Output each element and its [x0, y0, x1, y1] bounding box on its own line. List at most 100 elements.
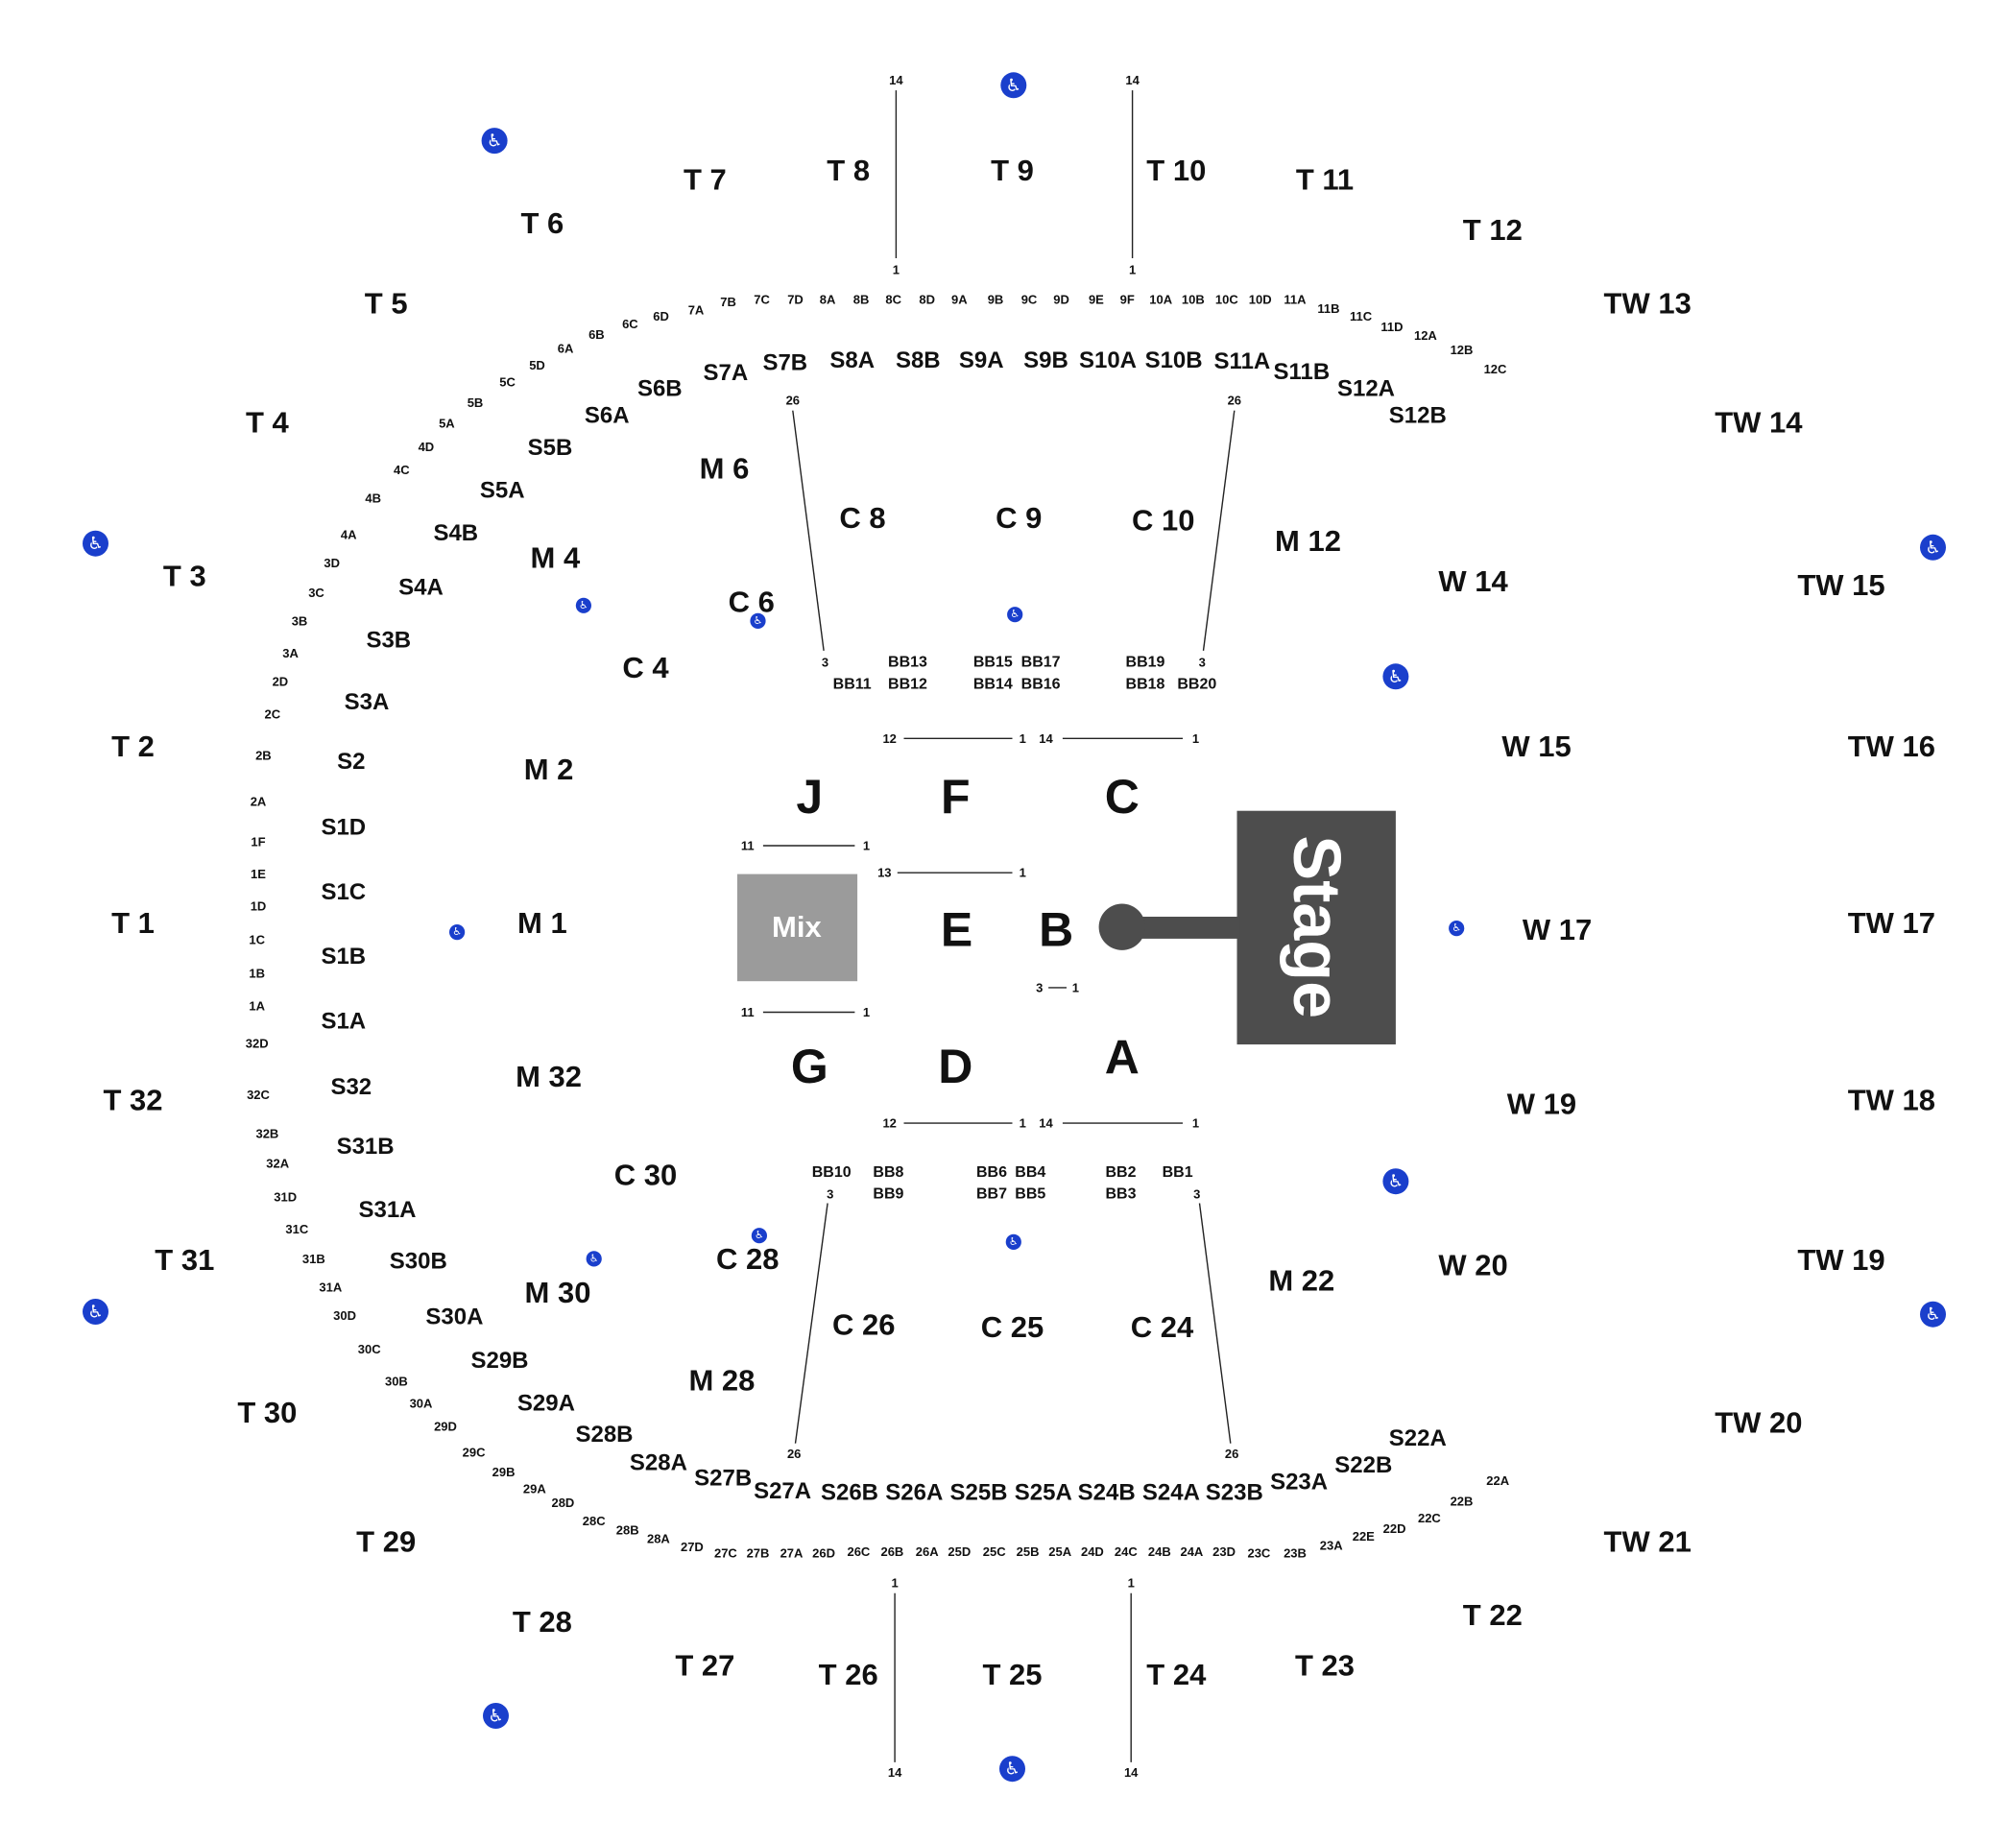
outer-section-23b[interactable]: 23B: [1284, 1546, 1307, 1561]
outer-section-31c[interactable]: 31C: [285, 1222, 308, 1236]
tier-wing-section-tw-18[interactable]: TW 18: [1848, 1083, 1935, 1116]
box-section-bb2[interactable]: BB2: [1105, 1164, 1136, 1181]
outer-section-9e[interactable]: 9E: [1089, 293, 1104, 307]
outer-section-8c[interactable]: 8C: [885, 293, 901, 307]
outer-section-7b[interactable]: 7B: [720, 295, 736, 309]
box-section-bb5[interactable]: BB5: [1015, 1186, 1045, 1203]
suite-section-s26b[interactable]: S26B: [821, 1479, 878, 1505]
outer-section-26a[interactable]: 26A: [916, 1544, 939, 1559]
outer-section-28b[interactable]: 28B: [616, 1522, 639, 1537]
outer-section-2a[interactable]: 2A: [251, 795, 267, 809]
outer-section-2b[interactable]: 2B: [255, 748, 272, 762]
middle-section-m-28[interactable]: M 28: [688, 1363, 755, 1397]
outer-section-23a[interactable]: 23A: [1320, 1539, 1343, 1553]
outer-section-29b[interactable]: 29B: [492, 1465, 516, 1479]
suite-section-s29b[interactable]: S29B: [470, 1348, 528, 1374]
outer-section-1d[interactable]: 1D: [251, 899, 267, 914]
tier-section-t-8[interactable]: T 8: [827, 154, 870, 187]
outer-section-25c[interactable]: 25C: [983, 1544, 1006, 1559]
suite-section-s28a[interactable]: S28A: [630, 1449, 687, 1475]
wing-section-w-17[interactable]: W 17: [1523, 913, 1592, 946]
outer-section-11a[interactable]: 11A: [1284, 293, 1307, 307]
tier-section-t-25[interactable]: T 25: [982, 1658, 1042, 1691]
suite-section-s5b[interactable]: S5B: [528, 435, 573, 461]
wing-section-w-20[interactable]: W 20: [1438, 1249, 1507, 1282]
floor-section-d[interactable]: D: [938, 1040, 972, 1093]
outer-section-6b[interactable]: 6B: [588, 327, 605, 342]
suite-section-s22b[interactable]: S22B: [1334, 1452, 1392, 1478]
suite-section-s4a[interactable]: S4A: [398, 575, 444, 601]
outer-section-32d[interactable]: 32D: [246, 1036, 269, 1050]
box-section-bb8[interactable]: BB8: [873, 1164, 903, 1181]
box-section-bb15[interactable]: BB15: [973, 655, 1013, 671]
outer-section-9a[interactable]: 9A: [951, 293, 968, 307]
suite-section-s27b[interactable]: S27B: [694, 1466, 752, 1492]
box-section-bb6[interactable]: BB6: [976, 1164, 1007, 1181]
box-section-bb9[interactable]: BB9: [873, 1186, 903, 1203]
outer-section-4b[interactable]: 4B: [365, 491, 381, 506]
center-section-c-8[interactable]: C 8: [839, 501, 885, 535]
suite-section-s24b[interactable]: S24B: [1078, 1479, 1136, 1505]
box-section-bb20[interactable]: BB20: [1177, 676, 1216, 692]
outer-section-12c[interactable]: 12C: [1484, 362, 1507, 376]
outer-section-3c[interactable]: 3C: [308, 586, 324, 600]
suite-section-s26a[interactable]: S26A: [885, 1479, 943, 1505]
floor-section-e[interactable]: E: [941, 902, 972, 956]
outer-section-23d[interactable]: 23D: [1212, 1544, 1236, 1559]
suite-section-s1b[interactable]: S1B: [321, 944, 366, 969]
suite-section-s12a[interactable]: S12A: [1337, 375, 1395, 401]
suite-section-s24a[interactable]: S24A: [1142, 1479, 1200, 1505]
floor-section-j[interactable]: J: [796, 770, 823, 824]
box-section-bb13[interactable]: BB13: [888, 655, 927, 671]
floor-section-a[interactable]: A: [1105, 1031, 1140, 1085]
outer-section-1e[interactable]: 1E: [251, 867, 266, 881]
box-section-bb4[interactable]: BB4: [1015, 1164, 1045, 1181]
outer-section-10a[interactable]: 10A: [1149, 293, 1172, 307]
box-section-bb16[interactable]: BB16: [1021, 676, 1061, 692]
outer-section-1f[interactable]: 1F: [251, 834, 265, 849]
outer-section-22d[interactable]: 22D: [1383, 1521, 1406, 1536]
tier-section-t-5[interactable]: T 5: [365, 287, 408, 321]
box-section-bb14[interactable]: BB14: [973, 676, 1013, 692]
outer-section-26c[interactable]: 26C: [847, 1544, 870, 1559]
outer-section-32c[interactable]: 32C: [247, 1088, 270, 1102]
suite-section-s2[interactable]: S2: [337, 749, 365, 775]
outer-section-9b[interactable]: 9B: [988, 293, 1004, 307]
suite-section-s10b[interactable]: S10B: [1145, 347, 1203, 373]
center-section-c-6[interactable]: C 6: [729, 585, 775, 618]
outer-section-30b[interactable]: 30B: [385, 1375, 408, 1389]
tier-section-t-27[interactable]: T 27: [675, 1649, 734, 1683]
middle-section-m-4[interactable]: M 4: [531, 541, 581, 575]
tier-wing-section-tw-14[interactable]: TW 14: [1715, 405, 1803, 439]
tier-wing-section-tw-21[interactable]: TW 21: [1604, 1524, 1692, 1558]
suite-section-s12b[interactable]: S12B: [1389, 403, 1447, 429]
tier-wing-section-tw-20[interactable]: TW 20: [1715, 1406, 1802, 1440]
center-section-c-24[interactable]: C 24: [1131, 1310, 1194, 1344]
middle-section-m-32[interactable]: M 32: [516, 1060, 582, 1093]
outer-section-2c[interactable]: 2C: [264, 706, 280, 721]
suite-section-s23b[interactable]: S23B: [1206, 1479, 1263, 1505]
tier-section-t-31[interactable]: T 31: [155, 1243, 214, 1277]
outer-section-27b[interactable]: 27B: [747, 1546, 770, 1561]
outer-section-3b[interactable]: 3B: [292, 613, 308, 628]
outer-section-25b[interactable]: 25B: [1017, 1544, 1040, 1559]
middle-section-m-12[interactable]: M 12: [1275, 524, 1341, 558]
outer-section-3d[interactable]: 3D: [324, 556, 340, 570]
outer-section-4a[interactable]: 4A: [341, 527, 357, 541]
outer-section-22a[interactable]: 22A: [1486, 1473, 1509, 1488]
suite-section-s22a[interactable]: S22A: [1389, 1425, 1447, 1451]
outer-section-5d[interactable]: 5D: [529, 358, 545, 372]
suite-section-s9b[interactable]: S9B: [1023, 347, 1068, 373]
outer-section-5a[interactable]: 5A: [439, 417, 455, 431]
box-section-bb1[interactable]: BB1: [1163, 1164, 1193, 1181]
tier-wing-section-tw-15[interactable]: TW 15: [1797, 568, 1884, 602]
tier-section-t-23[interactable]: T 23: [1295, 1649, 1355, 1683]
outer-section-6a[interactable]: 6A: [558, 342, 574, 356]
suite-section-s32[interactable]: S32: [330, 1074, 372, 1100]
tier-wing-section-tw-17[interactable]: TW 17: [1848, 906, 1935, 940]
tier-section-t-32[interactable]: T 32: [103, 1083, 162, 1116]
floor-section-c[interactable]: C: [1105, 770, 1140, 824]
middle-section-m-2[interactable]: M 2: [524, 753, 574, 786]
outer-section-26b[interactable]: 26B: [880, 1544, 903, 1559]
suite-section-s31a[interactable]: S31A: [358, 1197, 416, 1223]
